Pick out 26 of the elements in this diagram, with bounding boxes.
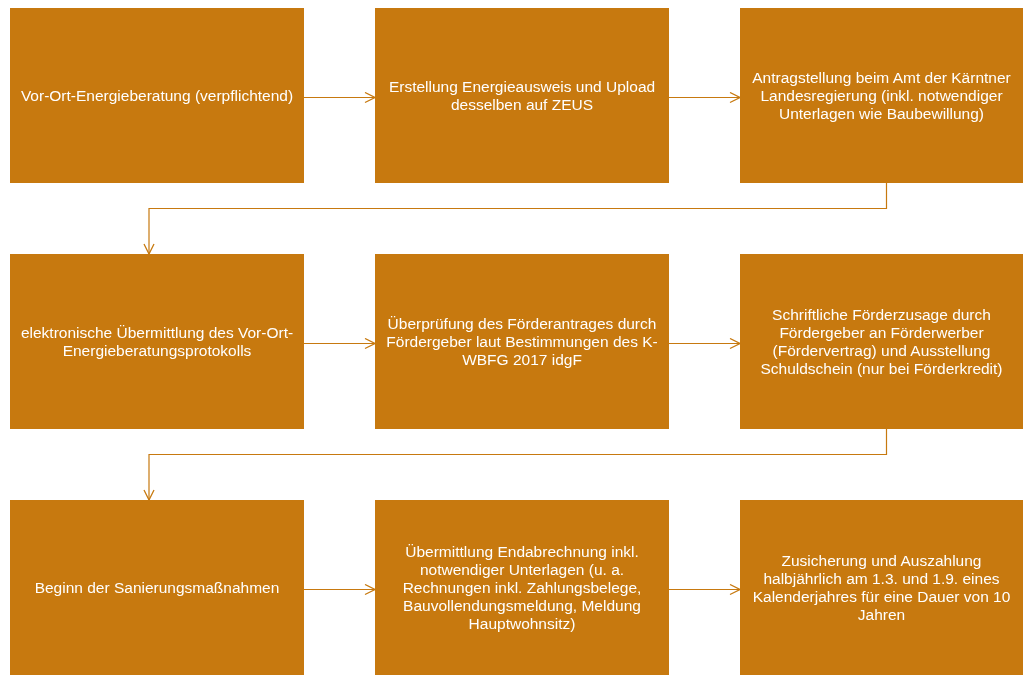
process-box: [740, 254, 1023, 429]
step-text: Beginn der Sanierungsmaßnahmen: [34, 578, 280, 597]
process-box: [375, 500, 669, 675]
process-box: [740, 8, 1023, 183]
arrow: [143, 182, 888, 255]
process-box: [10, 8, 304, 183]
step-text: Schriftliche Förderzusage durch Fördergeber an Förderwerber (Fördervertrag) und Ausstellung Schuldschein (nur bei Förderkredit): [759, 305, 1004, 378]
arrow: [303, 91, 376, 104]
step-text: elektronische Übermittlung des Vor-Ort-Energieberatungsprotokolls: [19, 323, 295, 360]
arrow: [303, 583, 376, 596]
step-text: Übermittlung Endabrechnung inkl. notwendiger Unterlagen (u. a. Rechnungen inkl. Zahlungsbelege, Bauvollendungsmeldung, Meldung Hauptwohnsitz): [401, 542, 643, 633]
arrow: [303, 337, 376, 350]
step-text: Antragstellung beim Amt der Kärntner Landesregierung (inkl. notwendiger Unterlagen wie Baubewillung): [751, 68, 1012, 123]
process-box: [10, 500, 304, 675]
arrow: [668, 583, 741, 596]
process-box: [10, 254, 304, 429]
process-box: [375, 8, 669, 183]
process-box: [740, 500, 1023, 675]
step-text: Vor-Ort-Energieberatung (verpflichtend): [20, 86, 294, 105]
arrow: [668, 91, 741, 104]
step-text: Erstellung Energieausweis und Upload desselben auf ZEUS: [387, 77, 657, 114]
step-text: Zusicherung und Auszahlung halbjährlich am 1.3. und 1.9. eines Kalenderjahres für eine Dauer von 10 Jahren: [751, 551, 1012, 624]
arrow: [143, 428, 888, 501]
process-box: [375, 254, 669, 429]
step-text: Überprüfung des Förderantrages durch Fördergeber laut Bestimmungen des K-WBFG 2017 idgF: [385, 314, 659, 369]
arrow: [668, 337, 741, 350]
